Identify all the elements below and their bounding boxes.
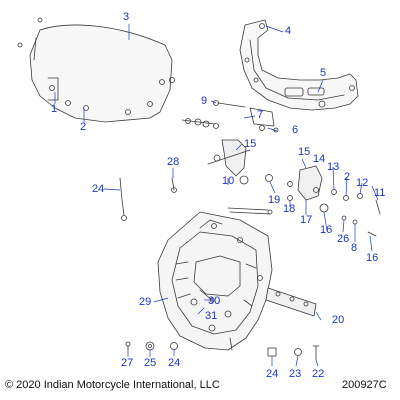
leader-lines [54,24,379,367]
callout-28: 26 [337,233,350,245]
callout-17: 16 [320,224,333,236]
callout-21: 20 [332,314,345,326]
callout-15-right: 15 [298,146,311,158]
callout-19: 18 [283,203,296,215]
callout-27: 27 [121,357,134,369]
upper-windshield-bracket [239,19,359,111]
callout-24-left: 24 [168,357,181,369]
bottom-hardware [125,341,320,361]
callout-2-right: 2 [344,171,351,183]
callout-6: 6 [292,124,299,136]
callout-8: 8 [351,242,358,254]
callout-23: 23 [289,368,302,380]
callout-29: 29 [139,296,152,308]
side-bracket [265,287,317,317]
callout-15-left: 15 [244,138,257,150]
diagram-id: 200927C [342,379,387,391]
windshield [17,17,175,123]
callout-22: 22 [312,368,325,380]
callout-31: 30 [208,295,221,307]
callout-20: 19 [268,194,281,206]
callout-32: 31 [205,310,218,322]
callout-26: 24 [92,183,105,195]
callout-30: 28 [167,156,180,168]
callout-2: 2 [80,121,87,133]
main-frame [157,211,273,351]
callout-18: 17 [300,214,313,226]
callout-9: 9 [201,95,208,107]
copyright-text: © 2020 Indian Motorcycle International, … [5,379,220,391]
mount-plate [181,100,279,133]
callout-1: 1 [51,103,58,115]
callout-10: 10 [222,175,235,187]
pin-and-sensor [119,177,177,221]
callout-16: 16 [366,252,379,264]
callout-25: 25 [144,357,157,369]
callout-5: 5 [320,67,327,79]
callout-3: 3 [123,11,130,23]
callout-7: 7 [257,109,264,121]
callout-11: 11 [374,187,386,199]
callout-13: 13 [327,161,340,173]
callout-24-right: 24 [266,368,279,380]
callout-12: 12 [356,177,369,189]
callout-4: 4 [285,25,292,37]
callout-14: 14 [313,153,326,165]
support-rod [227,174,273,215]
bracket-arm-left [207,139,251,185]
